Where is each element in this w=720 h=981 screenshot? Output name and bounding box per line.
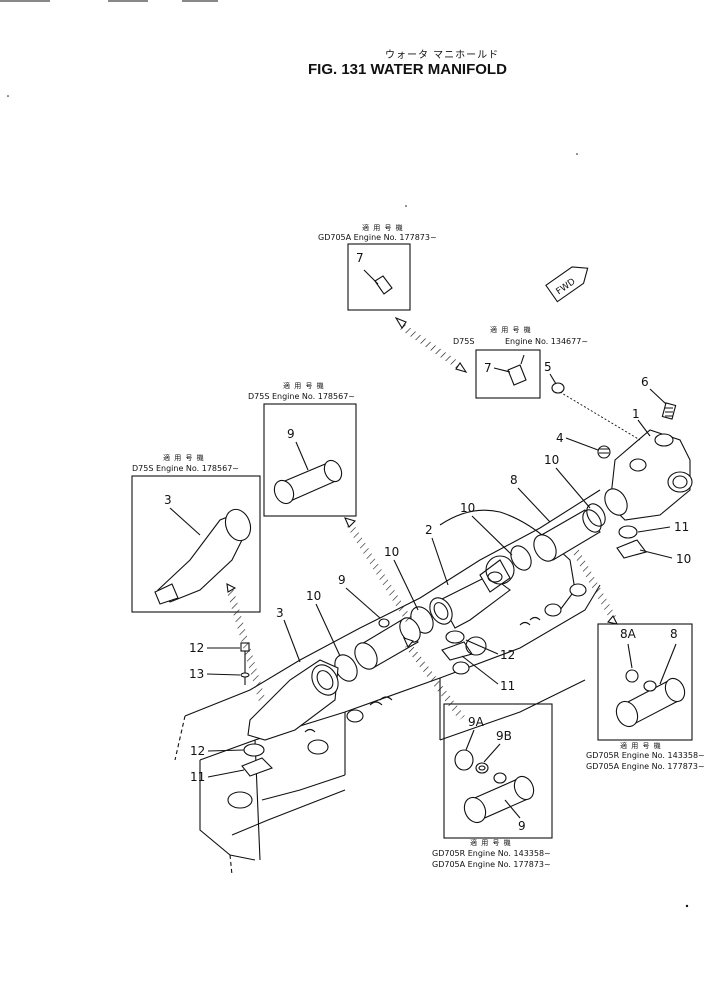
callouts: 1 2 3 4 5 6 8 9 10 10 10 10 10 11 11 11 … xyxy=(189,360,691,784)
inset-d75s-part3: 適 用 号 機 D75S Engine No. 178567~ 3 xyxy=(131,453,261,613)
callout-label: 7 xyxy=(484,361,492,375)
inset-gd705-part9ab: 9A 9B 9 適 用 号 機 GD705R Engine No. 143358… xyxy=(432,703,553,869)
callout-11a: 10 xyxy=(676,552,691,566)
engine-block xyxy=(174,489,601,876)
callout-8: 8 xyxy=(510,473,518,487)
callout-11c: 11 xyxy=(190,770,205,784)
callout-5: 5 xyxy=(544,360,552,374)
inset-jp-label: 適 用 号 機 xyxy=(362,223,404,232)
callout-label: 7 xyxy=(356,251,364,265)
callout-3: 3 xyxy=(276,606,284,620)
callout-label: 9 xyxy=(287,427,295,441)
callout-label: 9 xyxy=(518,819,526,833)
callout-label: 9B xyxy=(496,729,512,743)
inset-jp-label: 適 用 号 機 xyxy=(490,325,532,334)
inset-jp-label: 適 用 号 機 xyxy=(470,838,512,847)
figure-title-japanese: ウォータ マニホールド xyxy=(385,49,499,61)
callout-14: 13 xyxy=(189,667,204,681)
inset-applicability: D75S Engine No. 178567~ xyxy=(132,464,239,473)
callout-10d: 10 xyxy=(306,589,321,603)
inset-applicability: D75S xyxy=(453,337,474,346)
callout-10c: 10 xyxy=(384,545,399,559)
callout-label: 3 xyxy=(164,493,172,507)
callout-10a: 10 xyxy=(544,453,559,467)
callout-12c: 12 xyxy=(190,744,205,758)
callout-12b: 12 xyxy=(500,648,515,662)
callout-6: 6 xyxy=(641,375,649,389)
callout-10b: 10 xyxy=(460,501,475,515)
manifold-assembly xyxy=(240,382,693,777)
callout-2: 2 xyxy=(425,523,433,537)
inset-gd705-part8: 8A 8 適 用 号 機 GD705R Engine No. 143358~ G… xyxy=(586,623,705,771)
inset-applicability: GD705R Engine No. 143358~ xyxy=(586,751,705,760)
callout-4: 4 xyxy=(556,431,564,445)
inset-jp-label: 適 用 号 機 xyxy=(163,453,205,462)
figure-title: FIG. 131 WATER MANIFOLD xyxy=(308,61,507,78)
reference-arrows xyxy=(226,316,619,721)
inset-applicability: Engine No. 134677~ xyxy=(505,337,588,346)
forward-indicator: FWD xyxy=(545,266,589,303)
inset-applicability: GD705A Engine No. 177873~ xyxy=(318,233,437,242)
callout-9: 9 xyxy=(338,573,346,587)
callout-12a: 11 xyxy=(674,520,689,534)
inset-gd705a-part7: 適 用 号 機 GD705A Engine No. 177873~ 7 xyxy=(318,223,437,311)
callout-11b: 11 xyxy=(500,679,515,693)
inset-applicability: GD705R Engine No. 143358~ xyxy=(432,849,551,858)
inset-jp-label: 適 用 号 機 xyxy=(283,381,325,390)
callout-label: 9A xyxy=(468,715,485,729)
callout-13: 12 xyxy=(189,641,204,655)
callout-1: 1 xyxy=(632,407,640,421)
inset-d75s-part7: 適 用 号 機 D75S Engine No. 134677~ 7 xyxy=(453,325,588,399)
inset-jp-label: 適 用 号 機 xyxy=(620,741,662,750)
inset-applicability: D75S Engine No. 178567~ xyxy=(248,392,355,401)
inset-d75s-part9: 適 用 号 機 D75S Engine No. 178567~ 9 xyxy=(248,381,357,517)
inset-applicability: GD705A Engine No. 177873~ xyxy=(432,860,551,869)
callout-label: 8 xyxy=(670,627,678,641)
callout-label: 8A xyxy=(620,627,637,641)
inset-applicability: GD705A Engine No. 177873~ xyxy=(586,762,705,771)
